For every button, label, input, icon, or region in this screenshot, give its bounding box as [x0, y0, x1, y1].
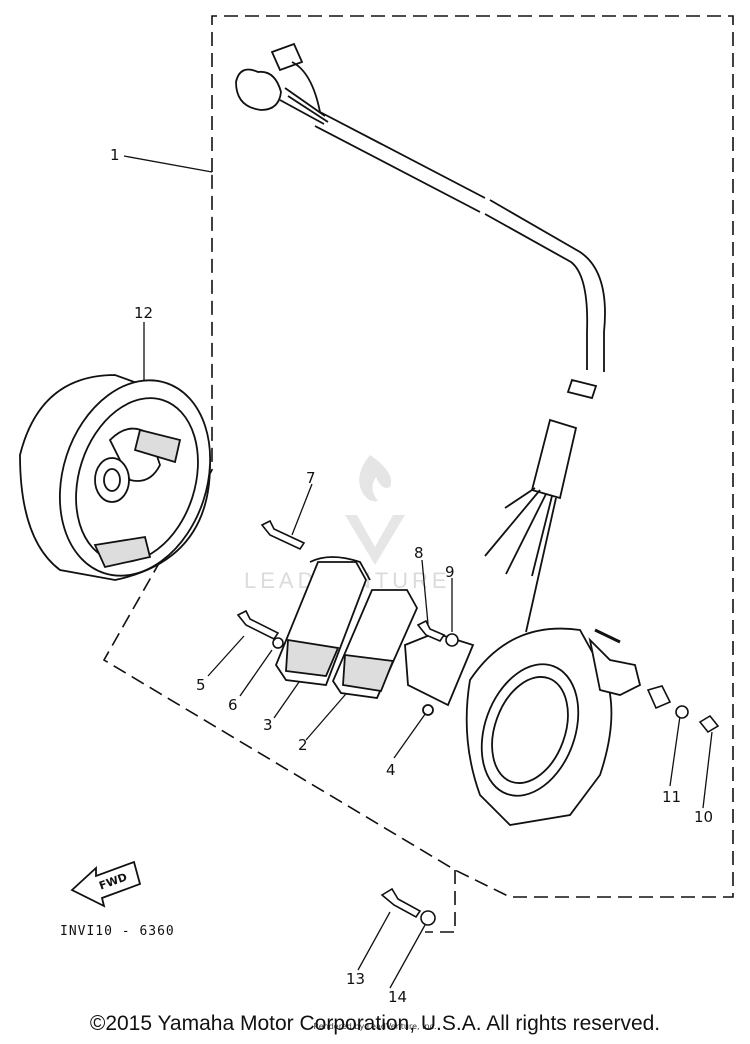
washer-11: [675, 705, 689, 719]
screw-7: [260, 519, 306, 551]
callout-11: 11: [662, 788, 681, 806]
fwd-arrow-icon: [70, 860, 142, 908]
callout-9: 9: [445, 563, 455, 581]
screw-5: [236, 609, 280, 641]
callout-3: 3: [263, 716, 273, 734]
callout-13: 13: [346, 970, 365, 988]
coil-bracket[interactable]: [404, 632, 475, 716]
fwd-arrow: FWD: [70, 860, 142, 908]
render-credit: Rendered by LeadVenture, Inc.: [313, 1022, 437, 1031]
callout-12: 12: [134, 304, 153, 322]
screw-10: [698, 714, 720, 734]
callout-4: 4: [386, 761, 396, 779]
callout-numbers: 1 2 3 4 5 6 7 8 9 10 11 12 13 14: [110, 146, 713, 1006]
washer-14: [420, 910, 436, 926]
callout-6: 6: [228, 696, 238, 714]
callout-8: 8: [414, 544, 424, 562]
callout-14: 14: [388, 988, 407, 1006]
callout-2: 2: [298, 736, 308, 754]
clamp: [646, 685, 672, 710]
diagram-code: INVI10 - 6360: [60, 924, 175, 939]
copyright-notice: ©2015 Yamaha Motor Corporation, U.S.A. A…: [89, 1012, 661, 1035]
callout-10: 10: [694, 808, 713, 826]
washer-9: [445, 633, 459, 647]
callout-7: 7: [306, 469, 316, 487]
washer-6: [272, 637, 284, 649]
callout-5: 5: [196, 676, 206, 694]
hardware[interactable]: [236, 519, 720, 926]
screw-8: [416, 619, 446, 642]
wire-harness[interactable]: [235, 42, 606, 633]
watermark-v-icon: [345, 515, 405, 565]
watermark-flame-icon: [359, 455, 392, 502]
callout-1: 1: [110, 146, 120, 164]
stator-base[interactable]: [464, 627, 642, 826]
screw-13: [380, 887, 422, 919]
charge-coil[interactable]: [274, 556, 371, 686]
pulser-coil[interactable]: [331, 589, 419, 699]
flywheel-magneto[interactable]: [19, 361, 234, 596]
